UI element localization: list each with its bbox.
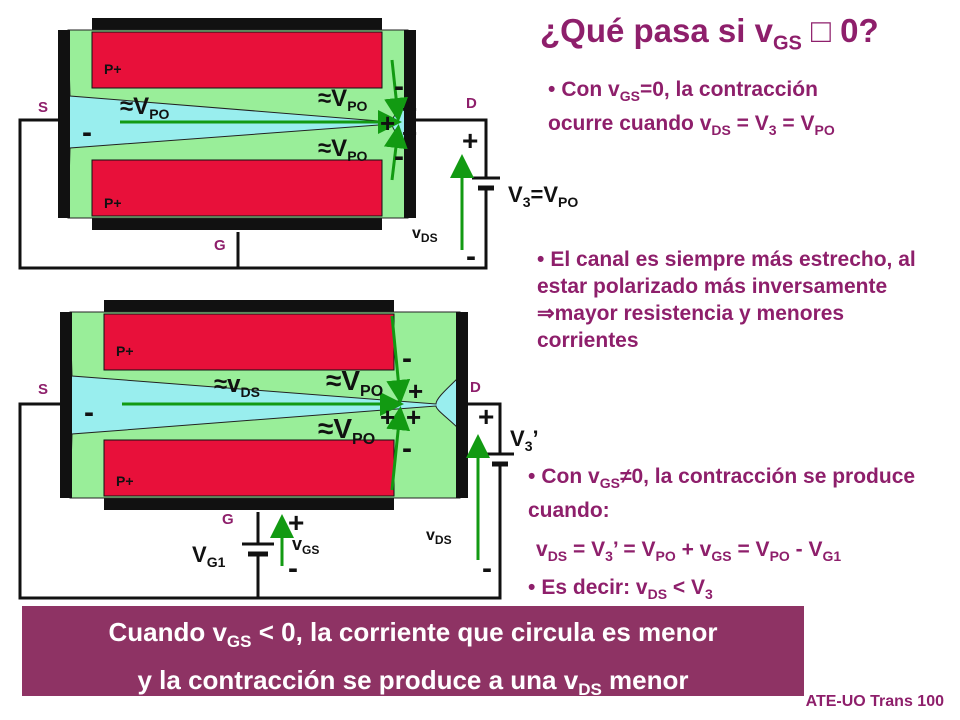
vgs-label: vGS bbox=[292, 534, 319, 557]
p-label-top-upper: P+ bbox=[104, 61, 122, 77]
vpo-label-lower-top: ≈VPO bbox=[318, 135, 368, 164]
source-label-top: S bbox=[38, 99, 48, 116]
battery-plus-top: + bbox=[462, 125, 478, 156]
minus-sign-upper-bottom: - bbox=[402, 342, 412, 375]
equation-vds: vDS = V3’ = VPO + vGS = VPO - VG1 bbox=[536, 538, 842, 565]
p-region-top-lower bbox=[91, 159, 383, 217]
note-vgs-nonzero: •Con vGS≠0, la contracción se produce cu… bbox=[528, 465, 916, 523]
wire-drain-battery-bottom bbox=[462, 402, 502, 454]
gate-label-bottom: G bbox=[222, 511, 234, 528]
vds-label-top: vDS bbox=[412, 225, 438, 245]
diagram-bottom: P+ P+ S D G ≈vDS ≈VPO ≈VPO - - - + + + +… bbox=[18, 300, 539, 600]
gate-bar-bottom-upper bbox=[104, 300, 394, 312]
vpo-arrow-upper-top bbox=[384, 59, 409, 122]
gate-bar-top-lower bbox=[92, 218, 382, 230]
vpo-label-upper-bottom: ≈VPO bbox=[326, 365, 383, 400]
source-label-bottom: S bbox=[38, 381, 48, 398]
v3-label-top: V3=VPO bbox=[508, 182, 578, 210]
conclusion-banner: Cuando vGS < 0, la corriente que circula… bbox=[22, 606, 804, 699]
diagram-top: P+ P+ S D G ≈VPO ≈VPO ≈VPO - - - + + + +… bbox=[18, 18, 578, 273]
wire-drain-battery-top bbox=[410, 118, 488, 178]
note-vgs-zero: •Con vGS=0, la contracción ocurre cuando… bbox=[548, 78, 835, 139]
wire-vg1-battery-bottom bbox=[258, 466, 502, 600]
vpo-label-lower-bottom: ≈VPO bbox=[318, 413, 375, 448]
battery-minus-bottom: - bbox=[482, 552, 492, 585]
vpo-label-left-top: ≈VPO bbox=[120, 93, 170, 122]
drain-label-top: D bbox=[466, 95, 477, 112]
vg1-label: VG1 bbox=[192, 542, 226, 570]
vpo-arrow-upper-bottom bbox=[386, 315, 411, 404]
wire-gate-battery-top bbox=[238, 190, 488, 270]
plus-sign-3-top: + bbox=[402, 118, 417, 148]
gate-bar-bottom-lower bbox=[104, 498, 394, 510]
minus-sign-left-top: - bbox=[82, 116, 92, 149]
vgs-plus-sign: + bbox=[288, 507, 304, 538]
vpo-label-upper-top: ≈VPO bbox=[318, 85, 368, 114]
plus-sign-3-bottom: + bbox=[406, 402, 421, 432]
gate-bar-top-upper bbox=[92, 18, 382, 30]
plus-sign-1-bottom: + bbox=[408, 376, 423, 406]
plus-sign-1-top: + bbox=[402, 94, 417, 124]
wire-source-gate-top bbox=[18, 118, 240, 270]
p-region-top-upper bbox=[91, 31, 383, 89]
vds-label-channel-bottom: ≈vDS bbox=[214, 371, 260, 400]
slide-title: ¿Qué pasa si vGS □ 0? bbox=[540, 12, 879, 55]
minus-sign-lower-top: - bbox=[394, 140, 404, 173]
plus-sign-2-top: + bbox=[380, 108, 395, 138]
p-label-top-lower: P+ bbox=[104, 195, 122, 211]
footer-slide-id: ATE-UO Trans 100 bbox=[805, 693, 944, 710]
v3-prime-label: V3’ bbox=[510, 426, 539, 454]
p-region-bottom-lower bbox=[103, 439, 395, 497]
note-in-other-words: •Es decir: vDS < V3 bbox=[528, 576, 713, 603]
gate-label-top: G bbox=[214, 237, 226, 254]
minus-sign-lower-bottom: - bbox=[402, 432, 412, 465]
vpo-arrow-lower-top bbox=[383, 124, 408, 181]
p-label-bottom-lower: P+ bbox=[116, 473, 134, 489]
drain-label-bottom: D bbox=[470, 379, 481, 396]
p-region-bottom-upper bbox=[103, 313, 395, 371]
vpo-arrow-lower-bottom bbox=[386, 406, 411, 491]
vgs-minus-sign: - bbox=[288, 552, 298, 585]
battery-minus-top: - bbox=[466, 240, 476, 273]
source-contact-top bbox=[58, 30, 70, 218]
p-label-bottom-upper: P+ bbox=[116, 343, 134, 359]
minus-sign-left-bottom: - bbox=[84, 396, 94, 429]
battery-plus-bottom: + bbox=[478, 401, 494, 432]
vds-label-bottom: vDS bbox=[426, 527, 452, 547]
note-channel-narrower: •El canal es siempre más estrecho, al es… bbox=[537, 248, 916, 352]
minus-sign-upper-top: - bbox=[394, 70, 404, 103]
drain-contact-top bbox=[404, 30, 416, 218]
plus-sign-2-bottom: + bbox=[380, 402, 395, 432]
wire-source-vg1-bottom bbox=[18, 402, 260, 600]
